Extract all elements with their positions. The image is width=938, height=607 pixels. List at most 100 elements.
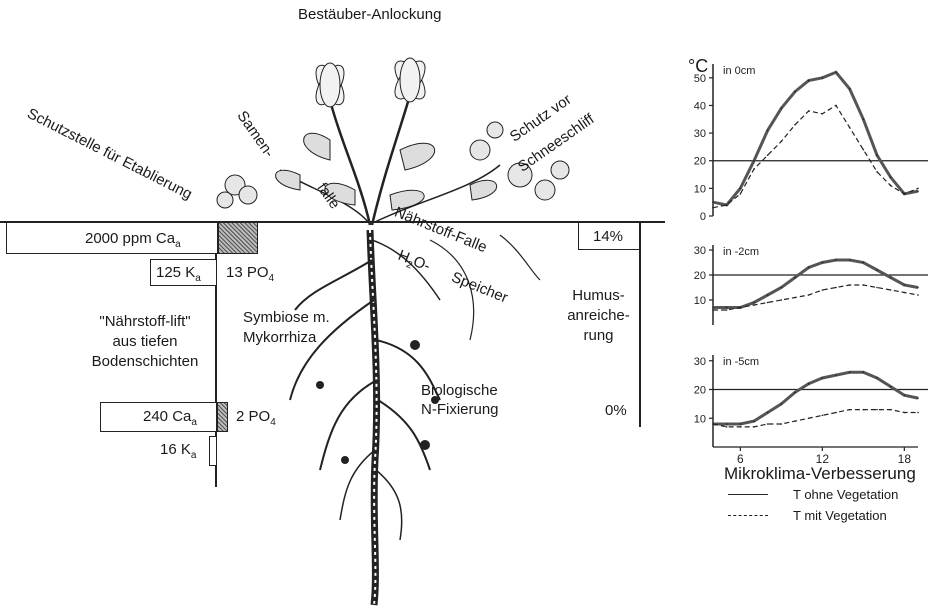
data-point [767,302,769,304]
data-point [876,154,878,156]
data-point [822,262,824,264]
data-point [712,207,714,209]
data-point [726,426,728,428]
data-point [794,277,796,279]
data-point [876,287,878,289]
data-point [917,397,919,399]
data-point [712,309,714,311]
data-point [781,141,783,143]
data-point [849,88,851,90]
data-point [808,294,810,296]
data-point [917,190,919,192]
data-point [849,127,851,129]
data-point [781,423,783,425]
data-point [781,299,783,301]
data-point [904,412,906,414]
y-tick-label: 40 [694,100,706,112]
data-point [904,284,906,286]
data-point [753,168,755,170]
data-point [835,287,837,289]
data-point [794,124,796,126]
microclimate-title: Mikroklima-Verbesserung [724,464,916,484]
data-point [890,409,892,411]
data-point [726,204,728,206]
panel-title: in -5cm [723,356,759,368]
y-tick-label: 10 [694,183,706,195]
data-point [767,154,769,156]
data-point [822,415,824,417]
data-point [822,77,824,79]
data-point [740,423,742,425]
data-point [808,417,810,419]
data-point [753,304,755,306]
data-point [740,193,742,195]
y-tick-label: 30 [694,356,706,368]
y-tick-label: 30 [694,128,706,140]
data-point [917,412,919,414]
data-point [822,377,824,379]
data-point [849,409,851,411]
data-point [917,188,919,190]
data-point [808,110,810,112]
data-point [753,302,755,304]
data-point [890,177,892,179]
panel-title: in -2cm [723,246,759,258]
data-point [726,307,728,309]
data-point [917,287,919,289]
y-tick-label: 10 [694,413,706,425]
data-point [726,423,728,425]
data-point [835,412,837,414]
y-tick-label: 30 [694,245,706,257]
series-line-mit [713,105,918,207]
data-point [726,309,728,311]
y-tick-label: 20 [694,156,706,168]
data-point [767,294,769,296]
data-point [712,201,714,203]
data-point [822,113,824,115]
legend-solid-label: T ohne Vegetation [793,487,898,503]
data-point [808,383,810,385]
data-point [753,420,755,422]
data-point [890,289,892,291]
data-point [712,423,714,425]
celsius-unit-label: °C [688,56,708,78]
data-point [917,294,919,296]
data-point [767,423,769,425]
data-point [849,259,851,261]
data-point [849,284,851,286]
data-point [740,307,742,309]
data-point [794,420,796,422]
data-point [794,91,796,93]
data-point [740,188,742,190]
data-point [781,107,783,109]
data-point [876,409,878,411]
series-line-ohne [713,372,918,424]
data-point [753,426,755,428]
data-point [890,277,892,279]
series-line-ohne [713,260,918,308]
y-tick-label: 10 [694,295,706,307]
data-point [863,149,865,151]
data-point [808,80,810,82]
data-point [781,403,783,405]
data-point [835,259,837,261]
series-line-ohne [713,72,918,205]
data-point [835,105,837,107]
data-point [822,289,824,291]
data-point [794,392,796,394]
data-point [808,267,810,269]
data-point [863,409,865,411]
data-point [876,171,878,173]
data-point [781,287,783,289]
data-point [767,412,769,414]
data-point [904,193,906,195]
data-point [835,71,837,73]
data-point [753,160,755,162]
y-tick-label: 20 [694,385,706,397]
data-point [890,185,892,187]
data-point [863,284,865,286]
y-tick-label: 0 [700,211,706,223]
data-point [863,371,865,373]
data-point [794,297,796,299]
y-tick-label: 20 [694,270,706,282]
